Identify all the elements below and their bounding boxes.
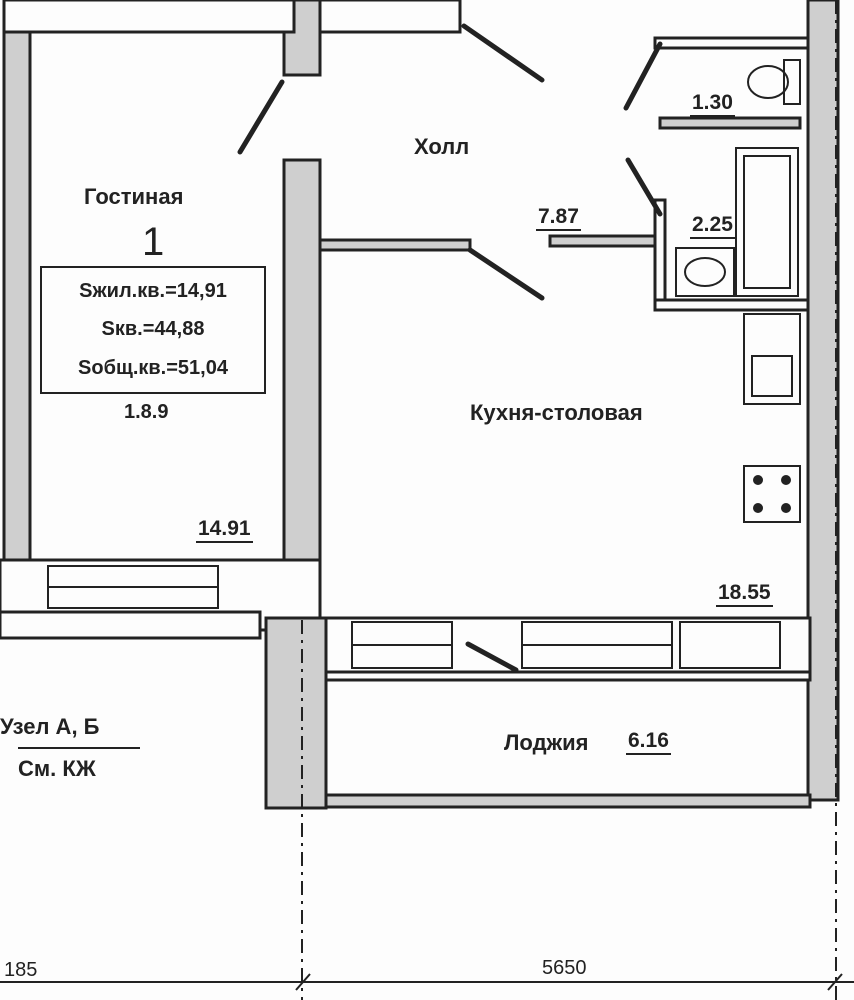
wall-living-top (2, 0, 296, 34)
see-reference: См. КЖ (18, 756, 96, 781)
hall-area: 7.87 (536, 206, 581, 231)
wall-kitchen-south (318, 616, 812, 678)
kitchen-sink-icon (743, 313, 801, 405)
windows (47, 565, 781, 669)
kitchen-area: 18.55 (716, 582, 773, 607)
total-area-text: Sобщ.кв.=51,04 (78, 357, 228, 380)
wall-bath-left (653, 198, 667, 312)
kitchen-name: Кухня-столовая (470, 400, 643, 425)
loggia-area: 6.16 (626, 730, 671, 755)
fixtures (675, 59, 801, 523)
wall-living-partition (282, 158, 322, 572)
apartment-area-box: Sжил.кв.=14,91 Sкв.=44,88 Sобщ.кв.=51,04 (40, 266, 266, 394)
door-kitchen (467, 247, 545, 301)
bathtub-icon (735, 147, 799, 297)
apartment-code: 1.8.9 (124, 401, 169, 423)
wc-area: 1.30 (690, 92, 735, 117)
living-room-name: Гостиная (84, 184, 184, 209)
wall-wc-bath (658, 116, 802, 130)
wall-hall-bath (548, 234, 657, 248)
door-entrance (461, 23, 545, 83)
wall-loggia-bottom (324, 793, 812, 809)
window-kitchen-side (679, 621, 781, 669)
wall-hall-top (318, 0, 462, 34)
wall-living-left (2, 28, 32, 562)
wall-bath-bottom (653, 298, 810, 312)
door-living (237, 79, 285, 155)
loggia-name: Лоджия (504, 730, 589, 755)
wall-loggia-top (324, 670, 812, 682)
living-room-area: 14.91 (196, 518, 253, 543)
door-bath (625, 157, 663, 217)
wall-wc-top (653, 36, 810, 50)
bath-sink-icon (675, 247, 735, 297)
toilet-tank-icon (783, 59, 801, 105)
dimension-left: 185 (4, 959, 38, 981)
walls (0, 0, 840, 810)
node-reference: Узел А, Б (0, 714, 100, 739)
wall-left-balcony (0, 610, 262, 640)
apartment-area-text: Sкв.=44,88 (101, 318, 205, 341)
door-loggia (465, 641, 519, 673)
dimension-main: 5650 (542, 957, 587, 979)
toilet-icon (747, 65, 789, 99)
hall-name: Холл (414, 134, 470, 159)
stove-icon (743, 465, 801, 523)
living-area-text: Sжил.кв.=14,91 (79, 279, 227, 302)
living-room-number: 1 (142, 220, 165, 264)
bath-area: 2.25 (690, 214, 735, 239)
wall-hall-kitchen (318, 238, 472, 252)
wall-right-exterior (806, 0, 840, 802)
wall-loggia-left (264, 616, 328, 810)
door-wc (623, 41, 663, 111)
doors (237, 23, 663, 673)
